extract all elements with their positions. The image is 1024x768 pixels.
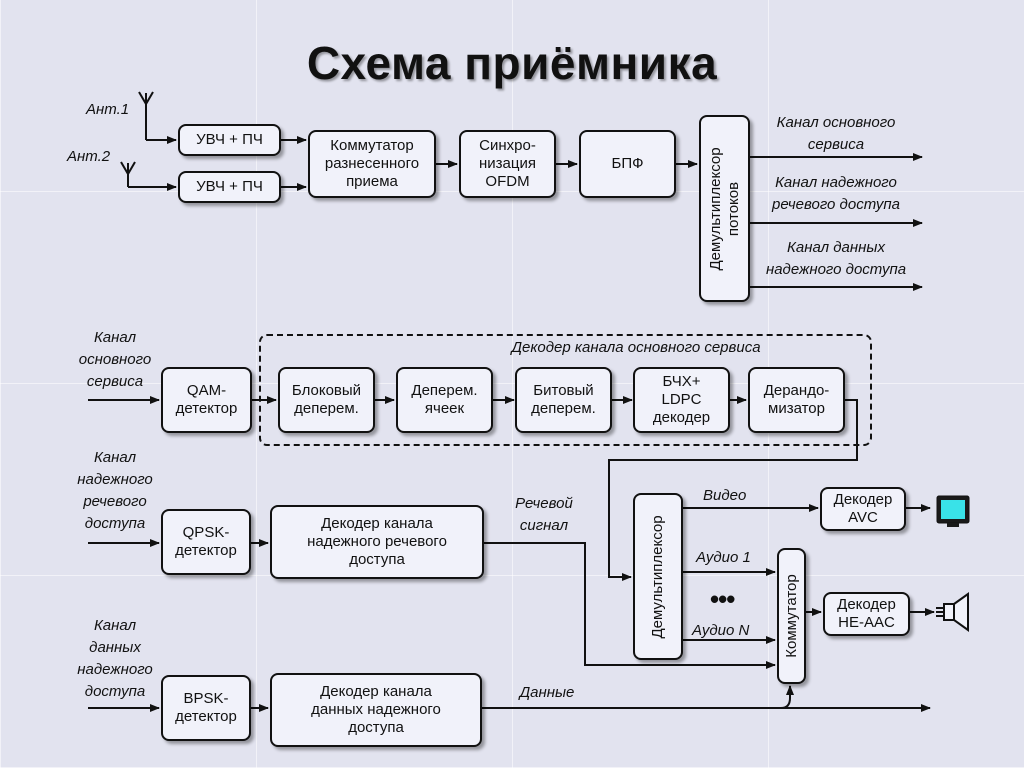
qpsk-detector-block: QPSK- детектор [161, 509, 251, 575]
media-demux-block: Демультиплексор [633, 493, 683, 660]
output-main-service-label: Канал основного сервиса [776, 114, 896, 153]
bch-ldpc-decoder: БЧХ+ LDPC декодер [633, 367, 730, 433]
fft-block: БПФ [579, 130, 676, 198]
bpsk-detector-block: BPSK- детектор [161, 675, 251, 741]
main-service-input-label: Канал основного сервиса [78, 329, 152, 390]
rf-if-amplifier-2: УВЧ + ПЧ [178, 171, 281, 203]
avc-decoder-block: Декодер AVC [820, 487, 906, 531]
derandomizer-block: Дерандо- мизатор [748, 367, 845, 433]
data-channel-input-label: Канал данных надежного доступа [77, 617, 153, 700]
video-label: Видео [703, 487, 747, 504]
rf-if-amplifier-1: УВЧ + ПЧ [178, 124, 281, 156]
media-switch-label: Коммутатор [782, 574, 800, 658]
diversity-switch-block: Коммутатор разнесенного приема [308, 130, 436, 198]
main-service-decoder-label: Декодер канала основного сервиса [511, 339, 761, 356]
ofdm-sync-block: Синхро- низация OFDM [459, 130, 556, 198]
output-voice-label: Канал надежного речевого доступа [772, 174, 900, 213]
data-channel-decoder: Декодер канала данных надежного доступа [270, 673, 482, 747]
audio-n-label: Аудио N [692, 622, 750, 639]
output-data-label: Канал данных надежного доступа [765, 239, 907, 278]
main-service-decoder-group [259, 334, 872, 446]
voice-channel-input-label: Канал надежного речевого доступа [77, 449, 153, 532]
media-switch-block: Коммутатор [777, 548, 806, 684]
data-output-label: Данные [519, 684, 575, 701]
ellipsis: ••• [710, 584, 735, 614]
stream-demux-label: Демультиплексор потоков [706, 146, 742, 271]
voice-signal-label: Речевой сигнал [515, 495, 573, 534]
aac-decoder-block: Декодер HE-AAC [823, 592, 910, 636]
audio-1-label: Аудио 1 [696, 549, 751, 566]
antenna1-label: Ант.1 [86, 101, 130, 118]
monitor-icon [936, 495, 970, 527]
voice-channel-decoder: Декодер канала надежного речевого доступ… [270, 505, 484, 579]
speaker-icon [936, 592, 969, 632]
antenna2-icon [120, 161, 177, 191]
media-demux-label: Демультиплексор [649, 514, 666, 639]
block-deinterleaver: Блоковый деперем. [278, 367, 375, 433]
stream-demux-block: Демультиплексор потоков [699, 115, 750, 302]
antenna1-icon [138, 91, 177, 144]
qam-detector-block: QAM- детектор [161, 367, 252, 433]
page-title: Схема приёмника [306, 37, 718, 89]
bit-deinterleaver: Битовый деперем. [515, 367, 612, 433]
cell-deinterleaver: Деперем. ячеек [396, 367, 493, 433]
antenna2-label: Ант.2 [67, 148, 111, 165]
